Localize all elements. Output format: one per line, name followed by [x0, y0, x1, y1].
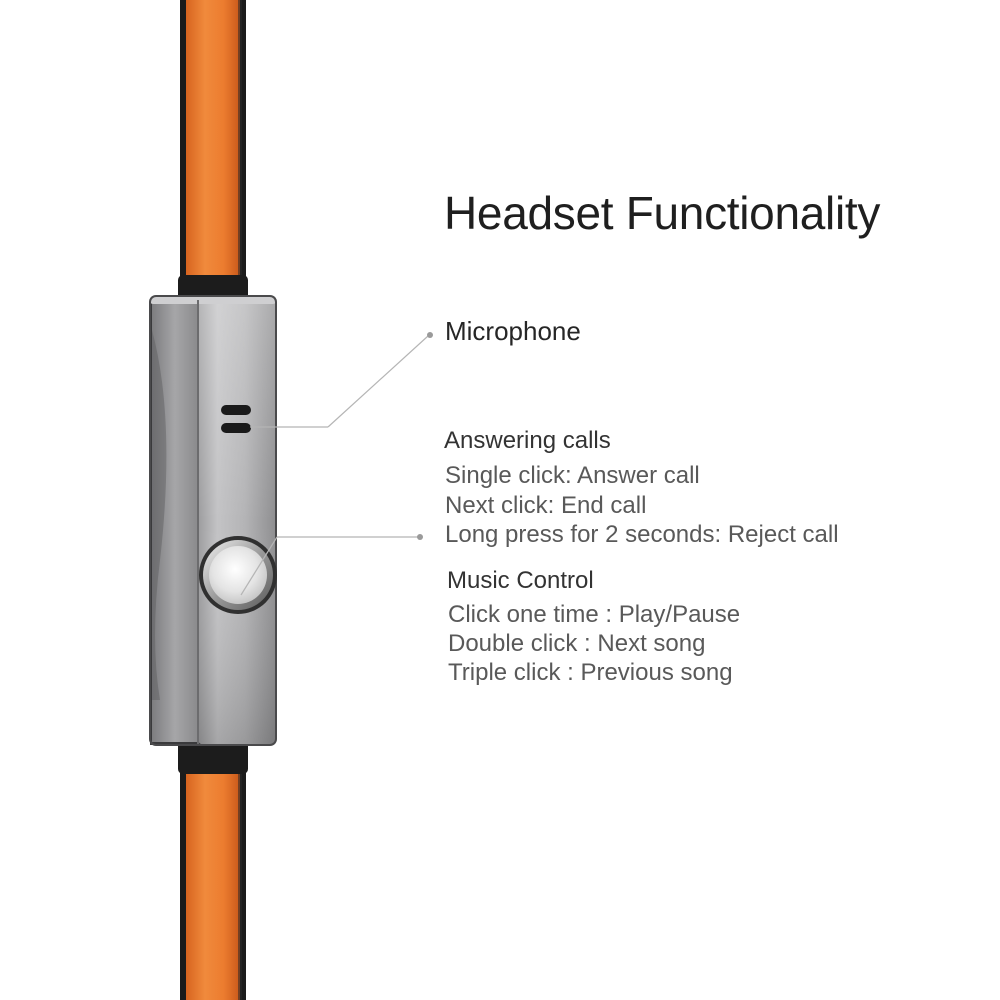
page-title: Headset Functionality — [444, 187, 881, 239]
microphone-label: Microphone — [445, 316, 581, 346]
answering-calls-line: Long press for 2 seconds: Reject call — [445, 521, 839, 548]
answering-calls-line: Single click: Answer call — [445, 462, 700, 489]
remote-housing — [149, 295, 277, 746]
music-control-line: Triple click : Previous song — [448, 659, 733, 686]
microphone-holes — [221, 405, 251, 433]
microphone-callout — [250, 332, 433, 428]
music-control-line: Click one time : Play/Pause — [448, 601, 741, 628]
music-control-line: Double click : Next song — [448, 630, 706, 657]
music-control-heading: Music Control — [447, 567, 594, 594]
answering-calls-heading: Answering calls — [444, 427, 611, 454]
button-callout — [240, 534, 423, 596]
control-button — [199, 536, 277, 614]
answering-calls-line: Next click: End call — [445, 492, 647, 519]
